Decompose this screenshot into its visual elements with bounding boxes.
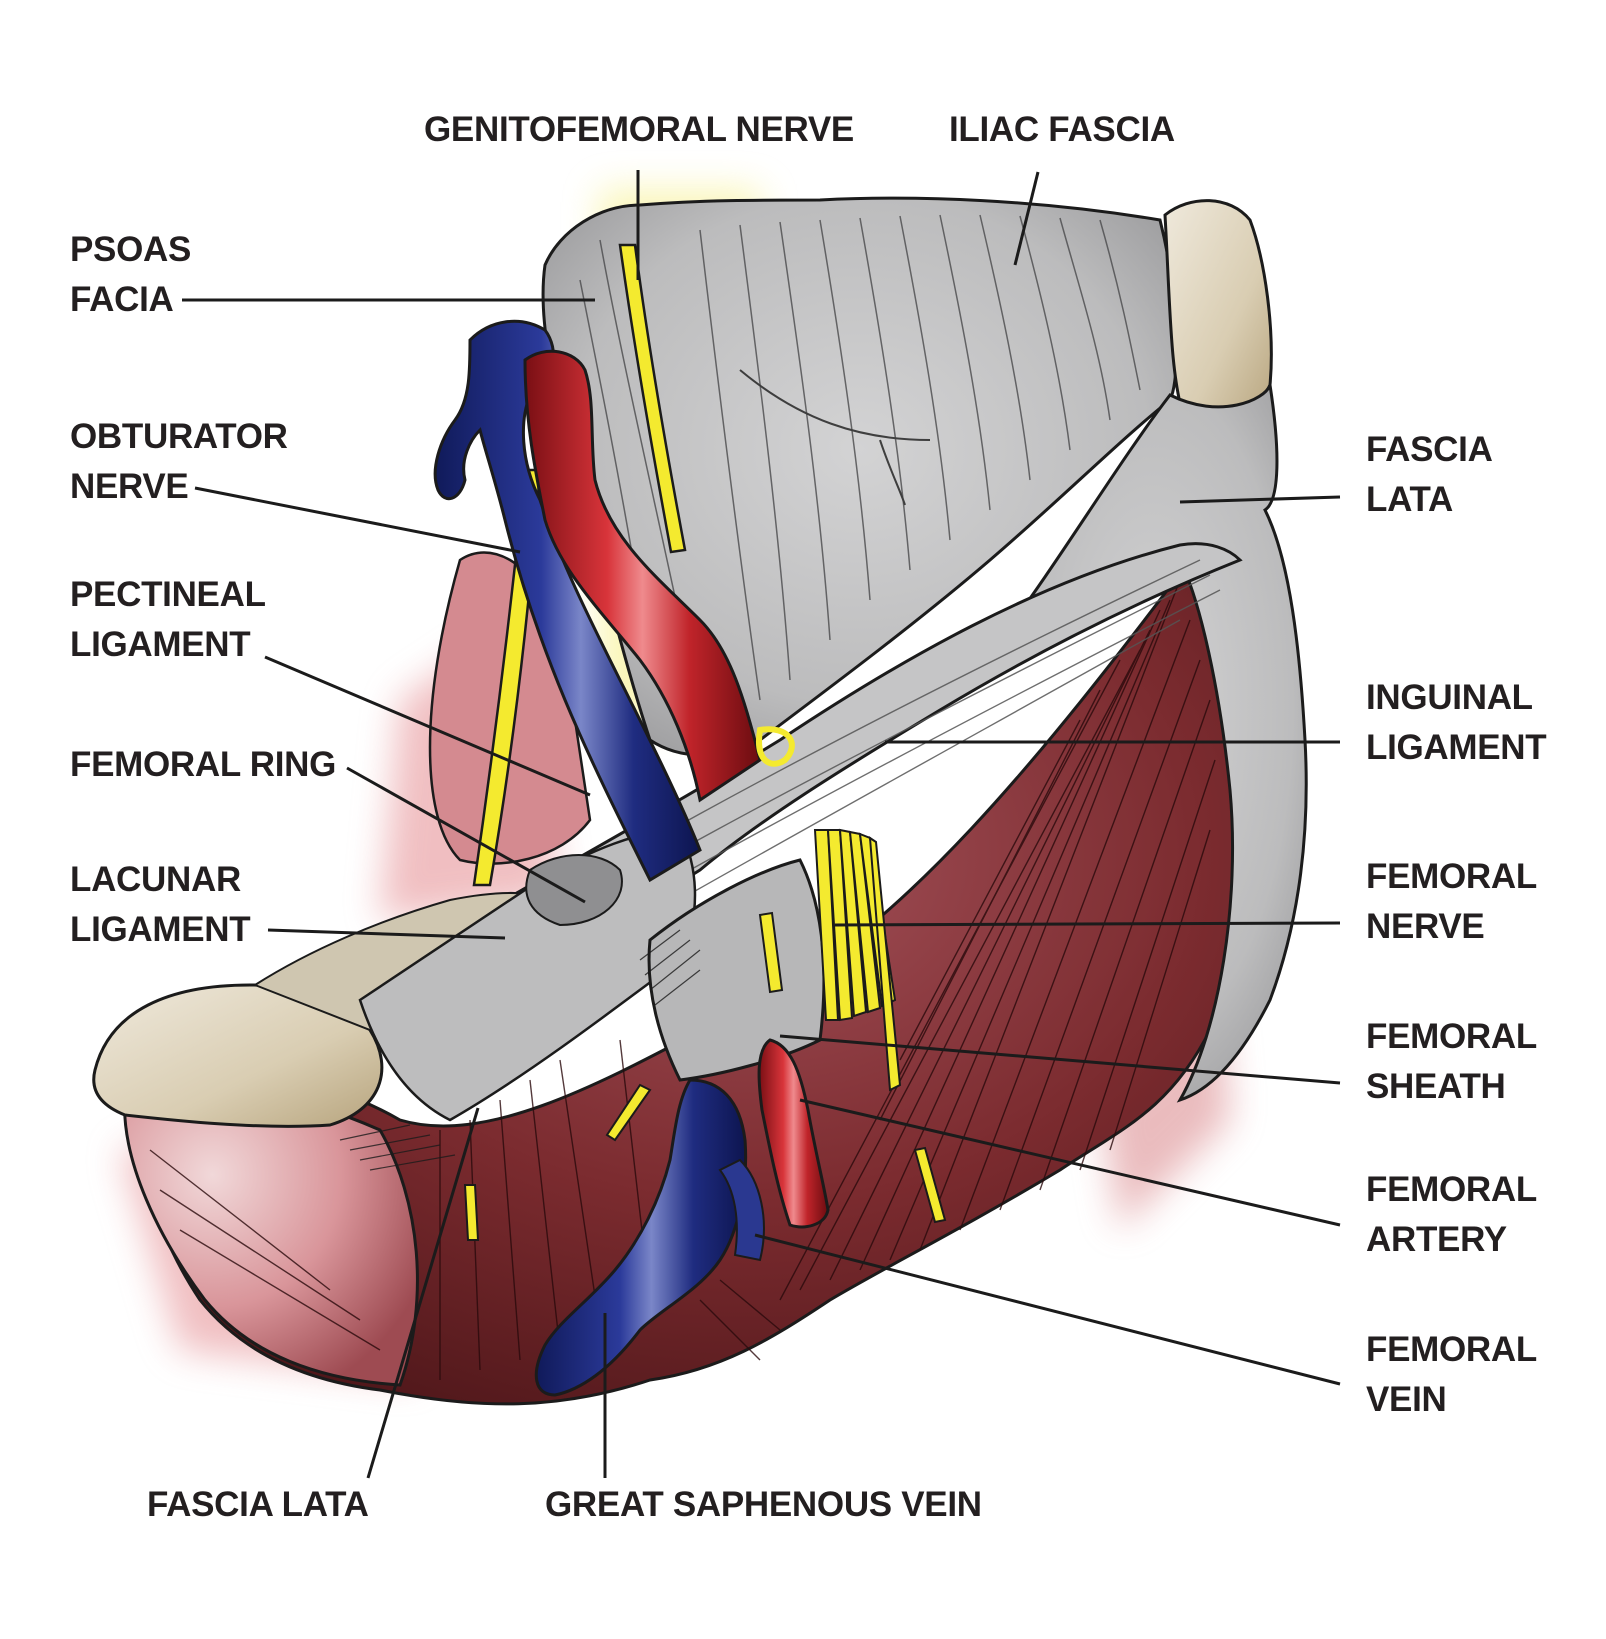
label-femoral-nerve: FEMORAL NERVE bbox=[1366, 852, 1537, 952]
pointer-femoral-artery bbox=[799, 1098, 1341, 1227]
label-line: FASCIA bbox=[1366, 430, 1493, 469]
genitofemoral-nerve-shape bbox=[618, 243, 687, 554]
label-psoas-facia: PSOAS FACIA bbox=[70, 225, 191, 325]
pointer-femoral-ring bbox=[346, 766, 586, 904]
label-line: INGUINAL bbox=[1366, 678, 1533, 717]
femoral-artery-upper bbox=[523, 349, 762, 803]
label-line: FEMORAL bbox=[1366, 857, 1537, 896]
label-line: PSOAS bbox=[70, 230, 192, 269]
sheath-hatching bbox=[339, 929, 701, 1171]
pointer-fascia-lata-bottom bbox=[366, 1107, 480, 1479]
label-line: VEIN bbox=[1366, 1380, 1447, 1419]
label-obturator-nerve: OBTURATOR NERVE bbox=[70, 412, 288, 512]
label-line: PECTINEAL bbox=[70, 575, 266, 614]
label-femoral-artery: FEMORAL ARTERY bbox=[1366, 1165, 1537, 1265]
label-iliac-fascia: ILIAC FASCIA bbox=[949, 110, 1175, 149]
label-pectineal-ligament: PECTINEAL LIGAMENT bbox=[70, 570, 266, 670]
femoral-ring-shadow bbox=[525, 854, 623, 927]
label-genitofemoral-nerve: GENITOFEMORAL NERVE bbox=[424, 110, 854, 149]
label-line: LACUNAR bbox=[70, 860, 241, 899]
label-line: LIGAMENT bbox=[70, 910, 251, 949]
iliac-fascia-fibers bbox=[579, 214, 1141, 701]
iliac-crest-bone bbox=[1163, 199, 1273, 426]
muscle-fibers bbox=[149, 579, 1216, 1380]
saphenous-vein-branch bbox=[718, 1158, 765, 1262]
femoral-artery-lower bbox=[757, 1038, 830, 1229]
label-femoral-ring: FEMORAL RING bbox=[70, 745, 337, 784]
pointer-lacunar bbox=[267, 928, 506, 940]
medial-thigh-skin bbox=[123, 1083, 419, 1387]
label-line: NERVE bbox=[70, 467, 189, 506]
pointer-femoral-vein bbox=[754, 1233, 1341, 1386]
label-femoral-sheath: FEMORAL SHEATH bbox=[1366, 1012, 1537, 1112]
label-line: LIGAMENT bbox=[1366, 728, 1547, 767]
label-fascia-lata-bottom: FASCIA LATA bbox=[147, 1485, 369, 1524]
label-line: SHEATH bbox=[1366, 1067, 1506, 1106]
pointer-femoral-sheath bbox=[779, 1034, 1341, 1085]
label-lacunar-ligament: LACUNAR LIGAMENT bbox=[70, 855, 251, 955]
label-fascia-lata-right: FASCIA LATA bbox=[1366, 425, 1493, 525]
thigh-muscle bbox=[142, 557, 1248, 1406]
label-line: LIGAMENT bbox=[70, 625, 251, 664]
nerve-fragments bbox=[463, 911, 947, 1241]
label-line: FEMORAL bbox=[1366, 1330, 1537, 1369]
label-line: FACIA bbox=[70, 280, 174, 319]
label-line: FEMORAL bbox=[1366, 1017, 1537, 1056]
genitofemoral-loop bbox=[756, 726, 795, 767]
label-line: NERVE bbox=[1366, 907, 1485, 946]
label-line: FEMORAL bbox=[1366, 1170, 1537, 1209]
pointer-femoral-nerve bbox=[834, 921, 1341, 927]
label-line: OBTURATOR bbox=[70, 417, 288, 456]
pointer-iliac-fascia bbox=[1013, 171, 1040, 266]
pointer-lines bbox=[182, 170, 1341, 1479]
pointer-obturator bbox=[194, 486, 521, 554]
label-femoral-vein: FEMORAL VEIN bbox=[1366, 1325, 1537, 1425]
label-great-saphenous-vein: GREAT SAPHENOUS VEIN bbox=[545, 1485, 982, 1524]
pointer-pectineal bbox=[264, 655, 591, 797]
label-inguinal-ligament: INGUINAL LIGAMENT bbox=[1366, 673, 1547, 773]
pubic-bone bbox=[92, 983, 384, 1128]
label-line: ARTERY bbox=[1366, 1220, 1507, 1259]
label-line: LATA bbox=[1366, 480, 1453, 519]
pointer-fascia-lata-right bbox=[1179, 495, 1341, 504]
